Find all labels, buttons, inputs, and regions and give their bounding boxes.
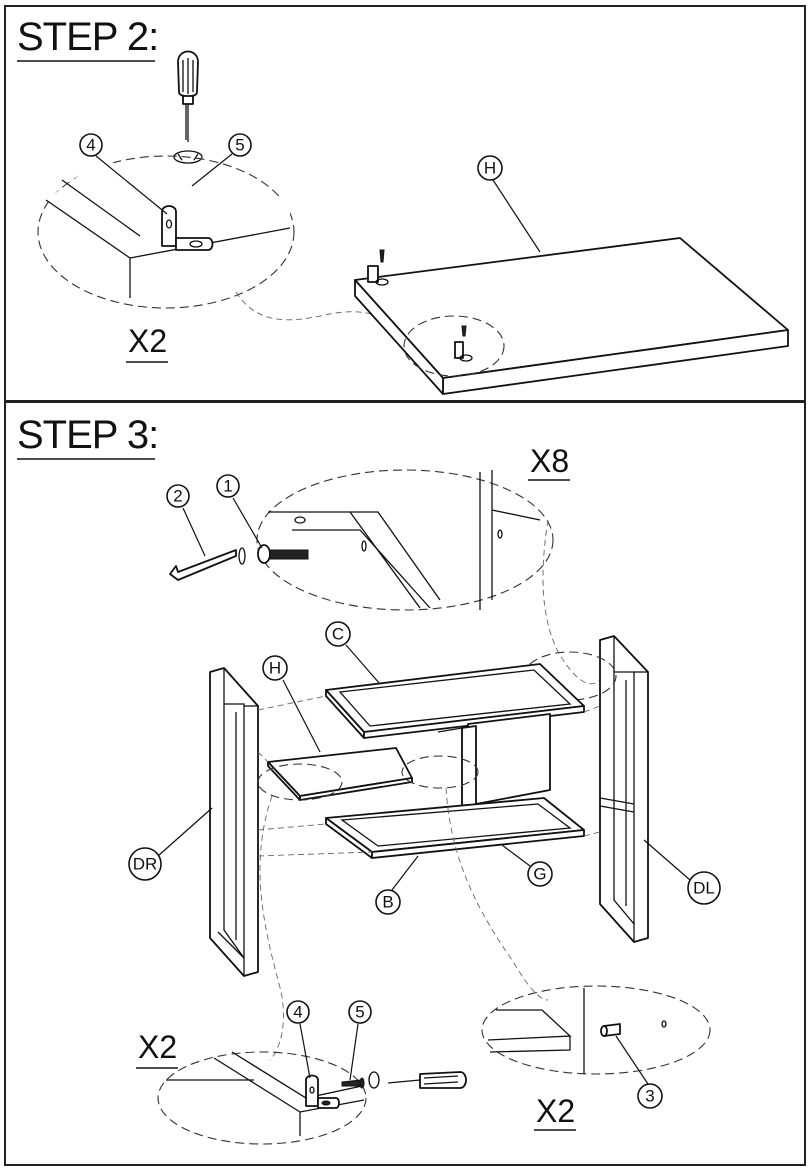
callout-5: 5 bbox=[191, 133, 252, 187]
bolt-icon bbox=[257, 544, 309, 564]
callout-4: 4 bbox=[286, 1000, 311, 1079]
svg-text:5: 5 bbox=[235, 136, 244, 155]
step3-quantity-bottom-left: X2 bbox=[138, 1029, 177, 1065]
angle-bracket-icon bbox=[161, 205, 214, 251]
callout-5: 5 bbox=[348, 1000, 372, 1081]
bracket-marker-icon bbox=[454, 325, 473, 362]
callout-2: 2 bbox=[166, 484, 206, 557]
svg-text:B: B bbox=[382, 893, 393, 912]
washer-icon bbox=[238, 547, 246, 565]
screwdriver-icon bbox=[387, 1071, 467, 1089]
shelf-panel-h bbox=[354, 237, 789, 395]
dowel-position-marker bbox=[401, 755, 479, 789]
svg-text:4: 4 bbox=[293, 1003, 302, 1022]
dowel-detail-magnifier bbox=[481, 985, 711, 1075]
step2-panel: STEP 2: bbox=[4, 5, 806, 402]
side-frame-dr bbox=[209, 667, 259, 977]
svg-text:2: 2 bbox=[173, 487, 182, 506]
step3-title: STEP 3: bbox=[17, 413, 158, 457]
bracket-marker-icon bbox=[367, 249, 389, 286]
svg-text:3: 3 bbox=[645, 1087, 654, 1106]
step2-title: STEP 2: bbox=[17, 15, 158, 59]
callout-h: H bbox=[262, 655, 321, 753]
callout-b: B bbox=[375, 855, 419, 915]
svg-text:H: H bbox=[269, 659, 281, 678]
washer-icon bbox=[368, 1071, 380, 1089]
shelf-panel-h bbox=[267, 747, 413, 801]
detail-marker bbox=[403, 315, 505, 377]
callout-h: H bbox=[477, 155, 541, 253]
dowel-icon bbox=[600, 1023, 621, 1037]
svg-text:C: C bbox=[332, 625, 344, 644]
allen-key-icon bbox=[169, 549, 237, 581]
step2-quantity: X2 bbox=[128, 323, 167, 359]
step3-quantity-bottom-right: X2 bbox=[536, 1093, 575, 1129]
svg-text:H: H bbox=[484, 159, 496, 178]
svg-text:DL: DL bbox=[693, 879, 715, 898]
bracket-detail-magnifier bbox=[157, 1051, 367, 1145]
side-frame-dl bbox=[599, 635, 649, 943]
step3-quantity-top: X8 bbox=[530, 443, 569, 479]
bracket-position-marker bbox=[257, 763, 343, 801]
screw-icon bbox=[341, 1077, 365, 1089]
svg-text:G: G bbox=[533, 865, 546, 884]
svg-text:5: 5 bbox=[355, 1003, 364, 1022]
callout-dl: DL bbox=[643, 839, 721, 905]
svg-text:4: 4 bbox=[86, 136, 95, 155]
bolt-detail-magnifier bbox=[256, 469, 554, 611]
screwdriver-icon bbox=[177, 50, 199, 142]
callout-4: 4 bbox=[79, 133, 168, 215]
svg-text:DR: DR bbox=[133, 855, 158, 874]
bottom-frame-b bbox=[325, 797, 585, 859]
callout-c: C bbox=[325, 621, 381, 685]
svg-text:1: 1 bbox=[223, 477, 232, 496]
washer-icon bbox=[173, 150, 203, 164]
callout-3: 3 bbox=[615, 1035, 663, 1109]
detail-magnifier bbox=[37, 155, 295, 309]
callout-1: 1 bbox=[216, 474, 263, 549]
step3-panel: STEP 3: X8 2 1 bbox=[4, 401, 806, 1166]
callout-dr: DR bbox=[128, 807, 213, 881]
angle-bracket-icon bbox=[305, 1074, 340, 1109]
